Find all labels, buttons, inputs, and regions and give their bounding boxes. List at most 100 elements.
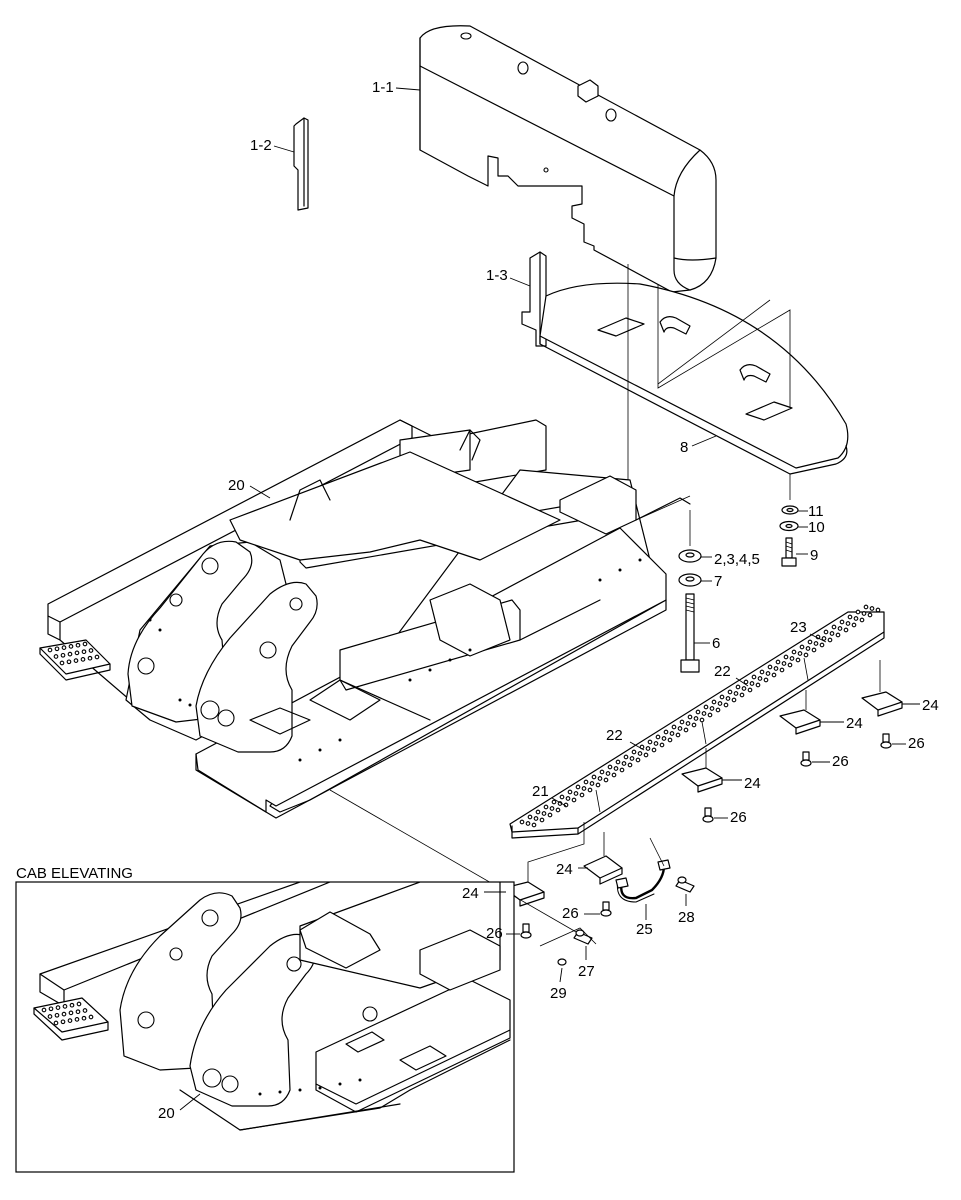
step-perforation bbox=[869, 606, 875, 611]
upper-frame[interactable] bbox=[47, 419, 691, 819]
bolt-9[interactable] bbox=[781, 537, 797, 567]
step-perforation bbox=[41, 1007, 47, 1013]
step-perforation bbox=[59, 660, 65, 666]
label-26-a: 26 bbox=[486, 925, 503, 942]
step-perforation bbox=[875, 607, 881, 613]
step-perforation bbox=[69, 1002, 75, 1008]
step-perforation bbox=[843, 627, 849, 633]
step-perforation bbox=[679, 719, 685, 725]
step-perforation bbox=[527, 814, 533, 820]
label-2-3-4-5: 2,3,4,5 bbox=[714, 551, 760, 568]
label-23: 23 bbox=[790, 619, 807, 636]
step-perforation bbox=[76, 1001, 82, 1007]
plate-right[interactable] bbox=[521, 251, 547, 347]
label-1-1: 1-1 bbox=[372, 79, 394, 96]
bolt-26-group[interactable] bbox=[520, 733, 892, 939]
step-perforation bbox=[53, 654, 59, 659]
step-perforation bbox=[531, 822, 537, 828]
bracket-24-e[interactable] bbox=[861, 660, 903, 717]
washer-set-2-5[interactable] bbox=[678, 549, 702, 563]
step-perforation bbox=[589, 781, 595, 786]
label-7: 7 bbox=[714, 573, 722, 590]
step-perforation bbox=[619, 767, 625, 773]
step-perforation bbox=[747, 687, 753, 693]
step-perforation bbox=[651, 747, 657, 753]
step-perforation bbox=[82, 1008, 88, 1013]
step-perforation bbox=[775, 659, 781, 665]
step-perforation bbox=[613, 766, 619, 771]
washer-11[interactable] bbox=[781, 505, 799, 515]
step-perforation bbox=[55, 1005, 61, 1010]
step-perforation bbox=[61, 645, 67, 650]
step-perforation bbox=[821, 636, 827, 641]
label-21: 21 bbox=[532, 783, 549, 800]
step-perforation bbox=[88, 648, 94, 653]
bracket-plate[interactable] bbox=[539, 282, 849, 475]
step-perforation bbox=[629, 756, 635, 761]
step-perforation bbox=[47, 1014, 53, 1019]
step-perforation bbox=[805, 646, 811, 651]
step-perforation bbox=[565, 796, 571, 801]
washer-7[interactable] bbox=[678, 573, 702, 587]
step-perforation bbox=[771, 672, 777, 678]
bolt-28[interactable] bbox=[675, 876, 695, 893]
step-perforation bbox=[811, 647, 817, 653]
step-perforation bbox=[581, 786, 587, 791]
step-perforation bbox=[583, 779, 589, 785]
label-26-b: 26 bbox=[562, 905, 579, 922]
step-perforation bbox=[647, 739, 653, 745]
step-perforation bbox=[519, 819, 525, 825]
counterweight[interactable] bbox=[419, 25, 717, 293]
step-perforation bbox=[861, 611, 867, 616]
label-29: 29 bbox=[550, 985, 567, 1002]
step-assembly[interactable] bbox=[509, 604, 885, 839]
step-perforation bbox=[611, 772, 617, 778]
step-perforation bbox=[591, 774, 597, 780]
bracket-24-c[interactable] bbox=[681, 767, 723, 793]
upper-frame-cab-elevating[interactable] bbox=[39, 882, 511, 1131]
step-perforation bbox=[837, 626, 843, 631]
step-perforation bbox=[699, 717, 705, 723]
step-perforation bbox=[571, 797, 577, 803]
step-perforation bbox=[68, 644, 74, 649]
step-perforation bbox=[66, 659, 72, 665]
step-perforation bbox=[719, 694, 725, 700]
bracket-24-b[interactable] bbox=[583, 855, 623, 885]
step-perforation bbox=[781, 661, 787, 666]
step-perforation bbox=[779, 667, 785, 673]
step-perforation bbox=[539, 817, 545, 823]
step-perforation bbox=[543, 804, 549, 810]
step-perforation bbox=[677, 726, 683, 731]
step-perforation bbox=[637, 751, 643, 756]
step-perforation bbox=[845, 621, 851, 626]
step-perforation bbox=[727, 689, 733, 695]
step-perforation bbox=[853, 616, 859, 621]
label-27: 27 bbox=[578, 963, 595, 980]
inset-left-step[interactable] bbox=[33, 997, 109, 1041]
step-perforation bbox=[635, 757, 641, 763]
step-perforation bbox=[645, 746, 651, 751]
step-perforation bbox=[695, 709, 701, 715]
step-perforation bbox=[783, 654, 789, 660]
label-11: 11 bbox=[808, 503, 824, 520]
label-22-b: 22 bbox=[606, 727, 623, 744]
step-perforation bbox=[567, 789, 573, 795]
step-perforation bbox=[54, 646, 60, 652]
label-24-b: 24 bbox=[556, 861, 573, 878]
left-step-plate[interactable] bbox=[39, 639, 111, 681]
bolt-6[interactable] bbox=[680, 593, 700, 673]
step-perforation bbox=[75, 642, 81, 648]
handrail-25[interactable] bbox=[615, 837, 671, 903]
bracket-24-d[interactable] bbox=[779, 709, 821, 735]
step-perforation bbox=[725, 696, 731, 701]
nut-29[interactable] bbox=[557, 958, 567, 966]
step-perforation bbox=[655, 734, 661, 740]
step-perforation bbox=[605, 771, 611, 776]
bolt-27[interactable] bbox=[573, 929, 593, 945]
washer-10[interactable] bbox=[779, 520, 799, 532]
plate-left[interactable] bbox=[293, 117, 309, 211]
step-perforation bbox=[74, 650, 80, 656]
step-perforation bbox=[663, 729, 669, 735]
step-perforation bbox=[67, 651, 73, 657]
